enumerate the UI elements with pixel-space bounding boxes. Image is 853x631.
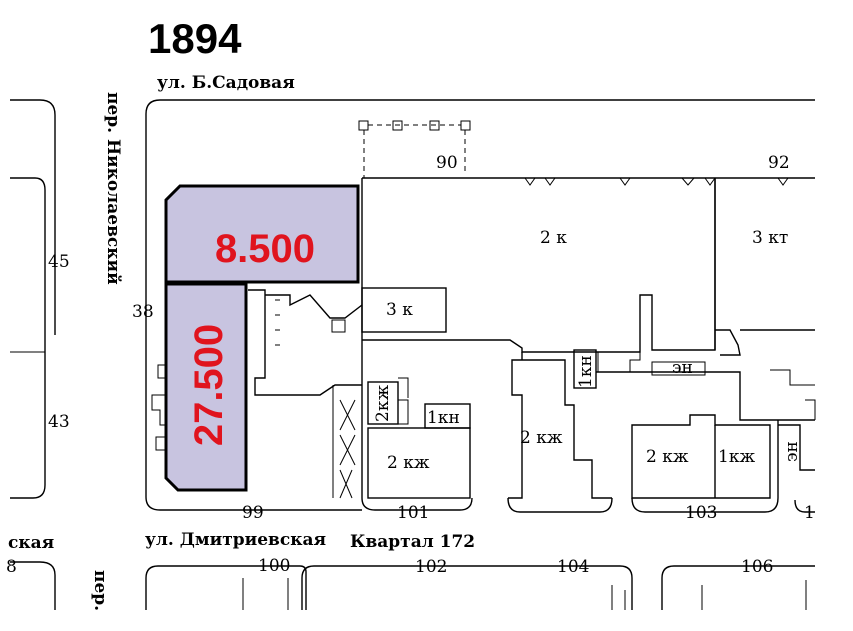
lot-99: 99 [242, 503, 264, 523]
building-en-b [777, 420, 815, 498]
building-label-en-b: эн [782, 441, 802, 462]
quarter-frontage-bottom-3 [631, 497, 779, 513]
left-block-lower [10, 561, 56, 610]
lot-45: 45 [48, 252, 70, 272]
street-left-partial-label: ская [8, 533, 54, 553]
parcel-edge-notches [151, 364, 166, 451]
left-block-upper [10, 99, 56, 335]
quarter-frontage-bottom-1 [361, 497, 473, 511]
lot-101: 101 [397, 503, 429, 523]
building-label-1kn-a: 1кн [427, 408, 460, 428]
building-3k-rect [361, 287, 447, 333]
marker-1 [358, 120, 369, 131]
quarter-frontage-bottom-2 [507, 497, 613, 513]
parcel-lower-highlight [164, 282, 248, 492]
lot-1-partial: 1 [804, 503, 815, 523]
building-label-2kzh-a: 2 кж [387, 453, 430, 473]
yard-line [596, 371, 815, 421]
lot-90: 90 [436, 153, 458, 173]
bottom-block-2 [301, 565, 633, 610]
lot-8-partial: 8 [6, 557, 17, 577]
top-roof-ticks [524, 177, 789, 186]
quarter-frontage-bottom-4 [794, 499, 815, 513]
parcel-value-lower: 27.500 [187, 324, 231, 446]
building-label-2kzh-b: 2 кж [520, 428, 563, 448]
side-lane-label: пер. Николаевский [103, 92, 123, 285]
building-label-1kn-b: 1кн [576, 355, 596, 388]
lot-102: 102 [415, 557, 447, 577]
side-lane-bottom-label: пер. [90, 570, 110, 611]
building-annex [397, 399, 409, 425]
building-label-3k: 3 к [386, 300, 413, 320]
bottom-block-3 [661, 565, 815, 610]
quarter-label: Квартал 172 [350, 532, 475, 552]
lot-38: 38 [132, 302, 154, 322]
bottom-block-lines [242, 578, 807, 610]
building-label-2kzh-c: 2 кж [646, 447, 689, 467]
building-label-2k: 2 к [540, 228, 567, 248]
map-year: 1894 [148, 15, 242, 62]
building-2kzh-a [367, 427, 471, 499]
far-right-ticks [770, 369, 816, 420]
building-annex-2 [597, 351, 641, 373]
marker-4 [460, 120, 471, 131]
lot-106: 106 [741, 557, 773, 577]
quarter-outline [145, 99, 815, 511]
marker-3 [429, 120, 440, 131]
building-label-en-a: эн [672, 358, 693, 378]
left-block-inner [10, 177, 46, 499]
parcel-upper-highlight [164, 184, 360, 284]
lot-104: 104 [557, 557, 589, 577]
parcel-value-upper: 8.500 [215, 227, 315, 271]
building-2kzh-b [508, 352, 612, 499]
lot-103: 103 [685, 503, 717, 523]
street-top-label: ул. Б.Садовая [157, 73, 295, 93]
building-label-1kzh: 1кж [718, 447, 755, 467]
courtyard-outline [248, 289, 363, 396]
building-en-a-box [651, 361, 706, 376]
marker-2 [392, 120, 403, 131]
building-3kt-outline [715, 329, 815, 356]
building-label-2kzh-small: 2кж [373, 385, 393, 422]
building-1kn-b [573, 349, 597, 389]
courtyard-ticks [275, 299, 346, 346]
bottom-block-1 [145, 565, 307, 610]
street-bottom-label: ул. Дмитриевская [145, 530, 326, 550]
cluster-tick [398, 377, 409, 398]
building-label-3kt: 3 кт [752, 228, 788, 248]
passage-crossed [332, 385, 363, 499]
lot-43: 43 [48, 412, 70, 432]
lot-92: 92 [768, 153, 790, 173]
